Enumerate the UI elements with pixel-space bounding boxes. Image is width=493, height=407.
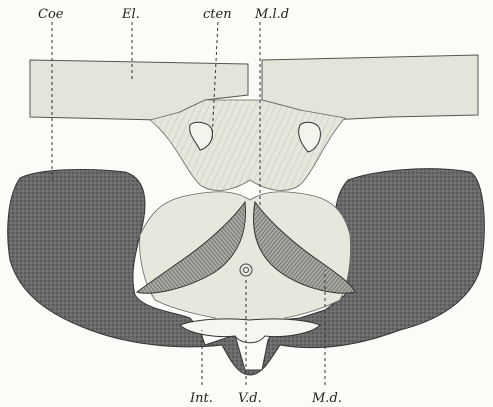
label-mld: M.l.d	[254, 7, 289, 22]
label-el: El.	[121, 7, 140, 22]
label-cten: cten	[203, 7, 232, 22]
label-int: Int.	[189, 391, 213, 406]
label-vd: V.d.	[238, 391, 262, 406]
label-md: M.d.	[311, 391, 342, 406]
label-coe: Coe	[38, 7, 64, 22]
